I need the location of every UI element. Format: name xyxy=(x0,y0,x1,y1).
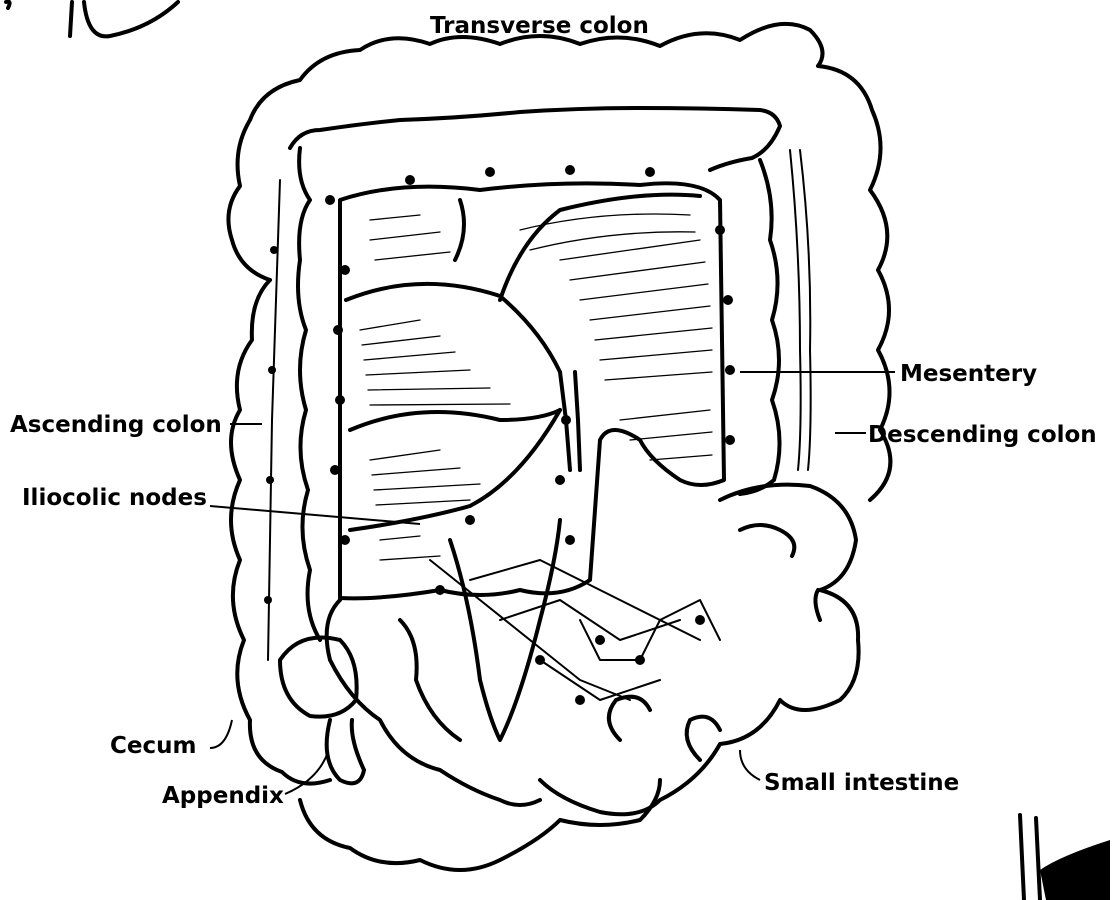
label-appendix: Appendix xyxy=(162,783,284,809)
label-descending-colon: Descending colon xyxy=(868,422,1097,448)
label-cecum: Cecum xyxy=(110,733,196,759)
corner-marks xyxy=(6,2,1110,900)
mesentery-panel xyxy=(340,183,724,598)
descending-colon-inner xyxy=(740,160,780,494)
small-intestine-loops xyxy=(300,485,859,870)
label-mesentery: Mesentery xyxy=(900,361,1037,387)
colon-outline xyxy=(228,24,890,784)
label-small-intestine: Small intestine xyxy=(764,770,959,796)
cecum-appendix xyxy=(280,638,364,784)
leader-lines xyxy=(210,372,895,794)
transverse-colon-shape xyxy=(228,24,890,500)
label-iliocolic-nodes: Iliocolic nodes xyxy=(22,485,207,511)
lymph-vessels xyxy=(268,180,720,700)
ascending-colon-inner xyxy=(298,148,320,640)
label-transverse-colon: Transverse colon xyxy=(430,13,649,39)
mesentery-hatching xyxy=(360,214,712,560)
transverse-colon-inner xyxy=(290,108,780,170)
lymph-nodes xyxy=(264,165,735,705)
ascending-colon-shape xyxy=(231,280,330,784)
label-ascending-colon: Ascending colon xyxy=(10,412,222,438)
